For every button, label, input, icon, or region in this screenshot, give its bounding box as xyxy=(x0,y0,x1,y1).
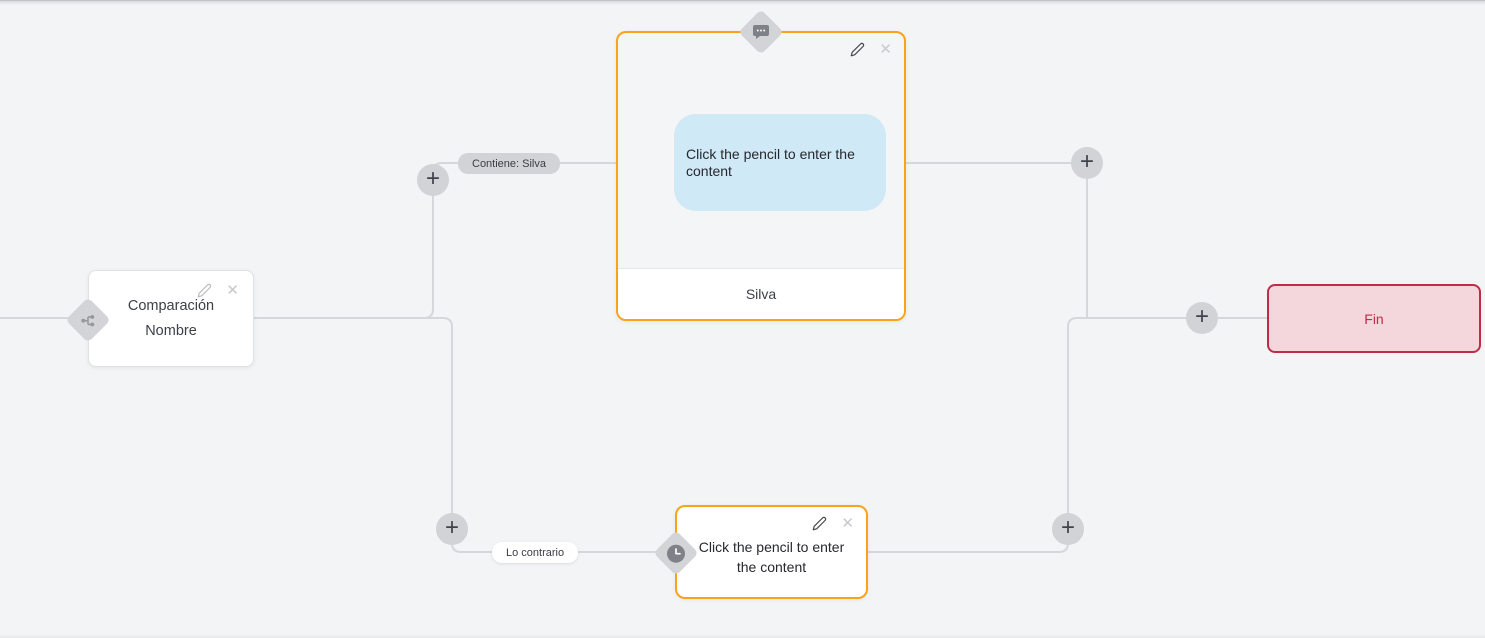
wire-delay-to-end xyxy=(868,317,1267,553)
add-step-button[interactable]: + xyxy=(1071,147,1103,179)
condition-title: Comparación xyxy=(127,297,215,314)
edit-icon[interactable] xyxy=(812,516,827,531)
close-icon[interactable]: ✕ xyxy=(879,41,892,58)
edge-label-text: Contiene: Silva xyxy=(472,157,546,170)
plus-icon: + xyxy=(444,514,459,541)
add-step-button[interactable]: + xyxy=(1186,302,1218,334)
message-footer: Silva xyxy=(618,268,904,319)
node-delay[interactable]: ✕ Click the pencil to enter the content xyxy=(653,505,868,599)
delay-text: Click the pencil to enter the content xyxy=(698,539,845,575)
condition-port[interactable] xyxy=(65,297,111,343)
condition-subtitle: Nombre xyxy=(145,322,197,339)
plus-icon: + xyxy=(1060,514,1075,541)
edge-label-otherwise: Lo contrario xyxy=(492,542,579,563)
message-bubble: Click the pencil to enter the content xyxy=(674,114,886,211)
message-bubble-text: Click the pencil to enter the content xyxy=(686,145,855,179)
wire-condition-to-message xyxy=(254,162,616,319)
plus-icon: + xyxy=(425,165,440,192)
plus-icon: + xyxy=(1194,303,1209,330)
branch-icon xyxy=(81,313,96,328)
add-step-button[interactable]: + xyxy=(436,513,468,545)
wire-condition-to-delay xyxy=(254,317,664,553)
chat-icon xyxy=(753,25,769,39)
close-icon[interactable]: ✕ xyxy=(841,515,854,532)
edit-icon[interactable] xyxy=(197,283,212,298)
edge-label-text: Lo contrario xyxy=(506,546,565,559)
end-label: Fin xyxy=(1364,310,1384,327)
node-condition[interactable]: ✕ Comparación Nombre xyxy=(65,270,254,367)
node-message[interactable]: ✕ Click the pencil to enter the content … xyxy=(616,9,906,321)
delay-port[interactable] xyxy=(653,530,699,576)
message-footer-label: Silva xyxy=(745,286,777,302)
node-end[interactable]: Fin xyxy=(1267,284,1481,353)
close-icon[interactable]: ✕ xyxy=(226,282,239,299)
edge-label-contains: Contiene: Silva xyxy=(458,153,560,174)
edit-icon[interactable] xyxy=(850,42,865,57)
wire-message-to-merge xyxy=(906,162,1088,318)
add-step-button[interactable]: + xyxy=(417,164,449,196)
clock-icon xyxy=(667,544,686,563)
add-step-button[interactable]: + xyxy=(1052,513,1084,545)
plus-icon: + xyxy=(1079,148,1094,175)
message-port[interactable] xyxy=(738,9,784,55)
